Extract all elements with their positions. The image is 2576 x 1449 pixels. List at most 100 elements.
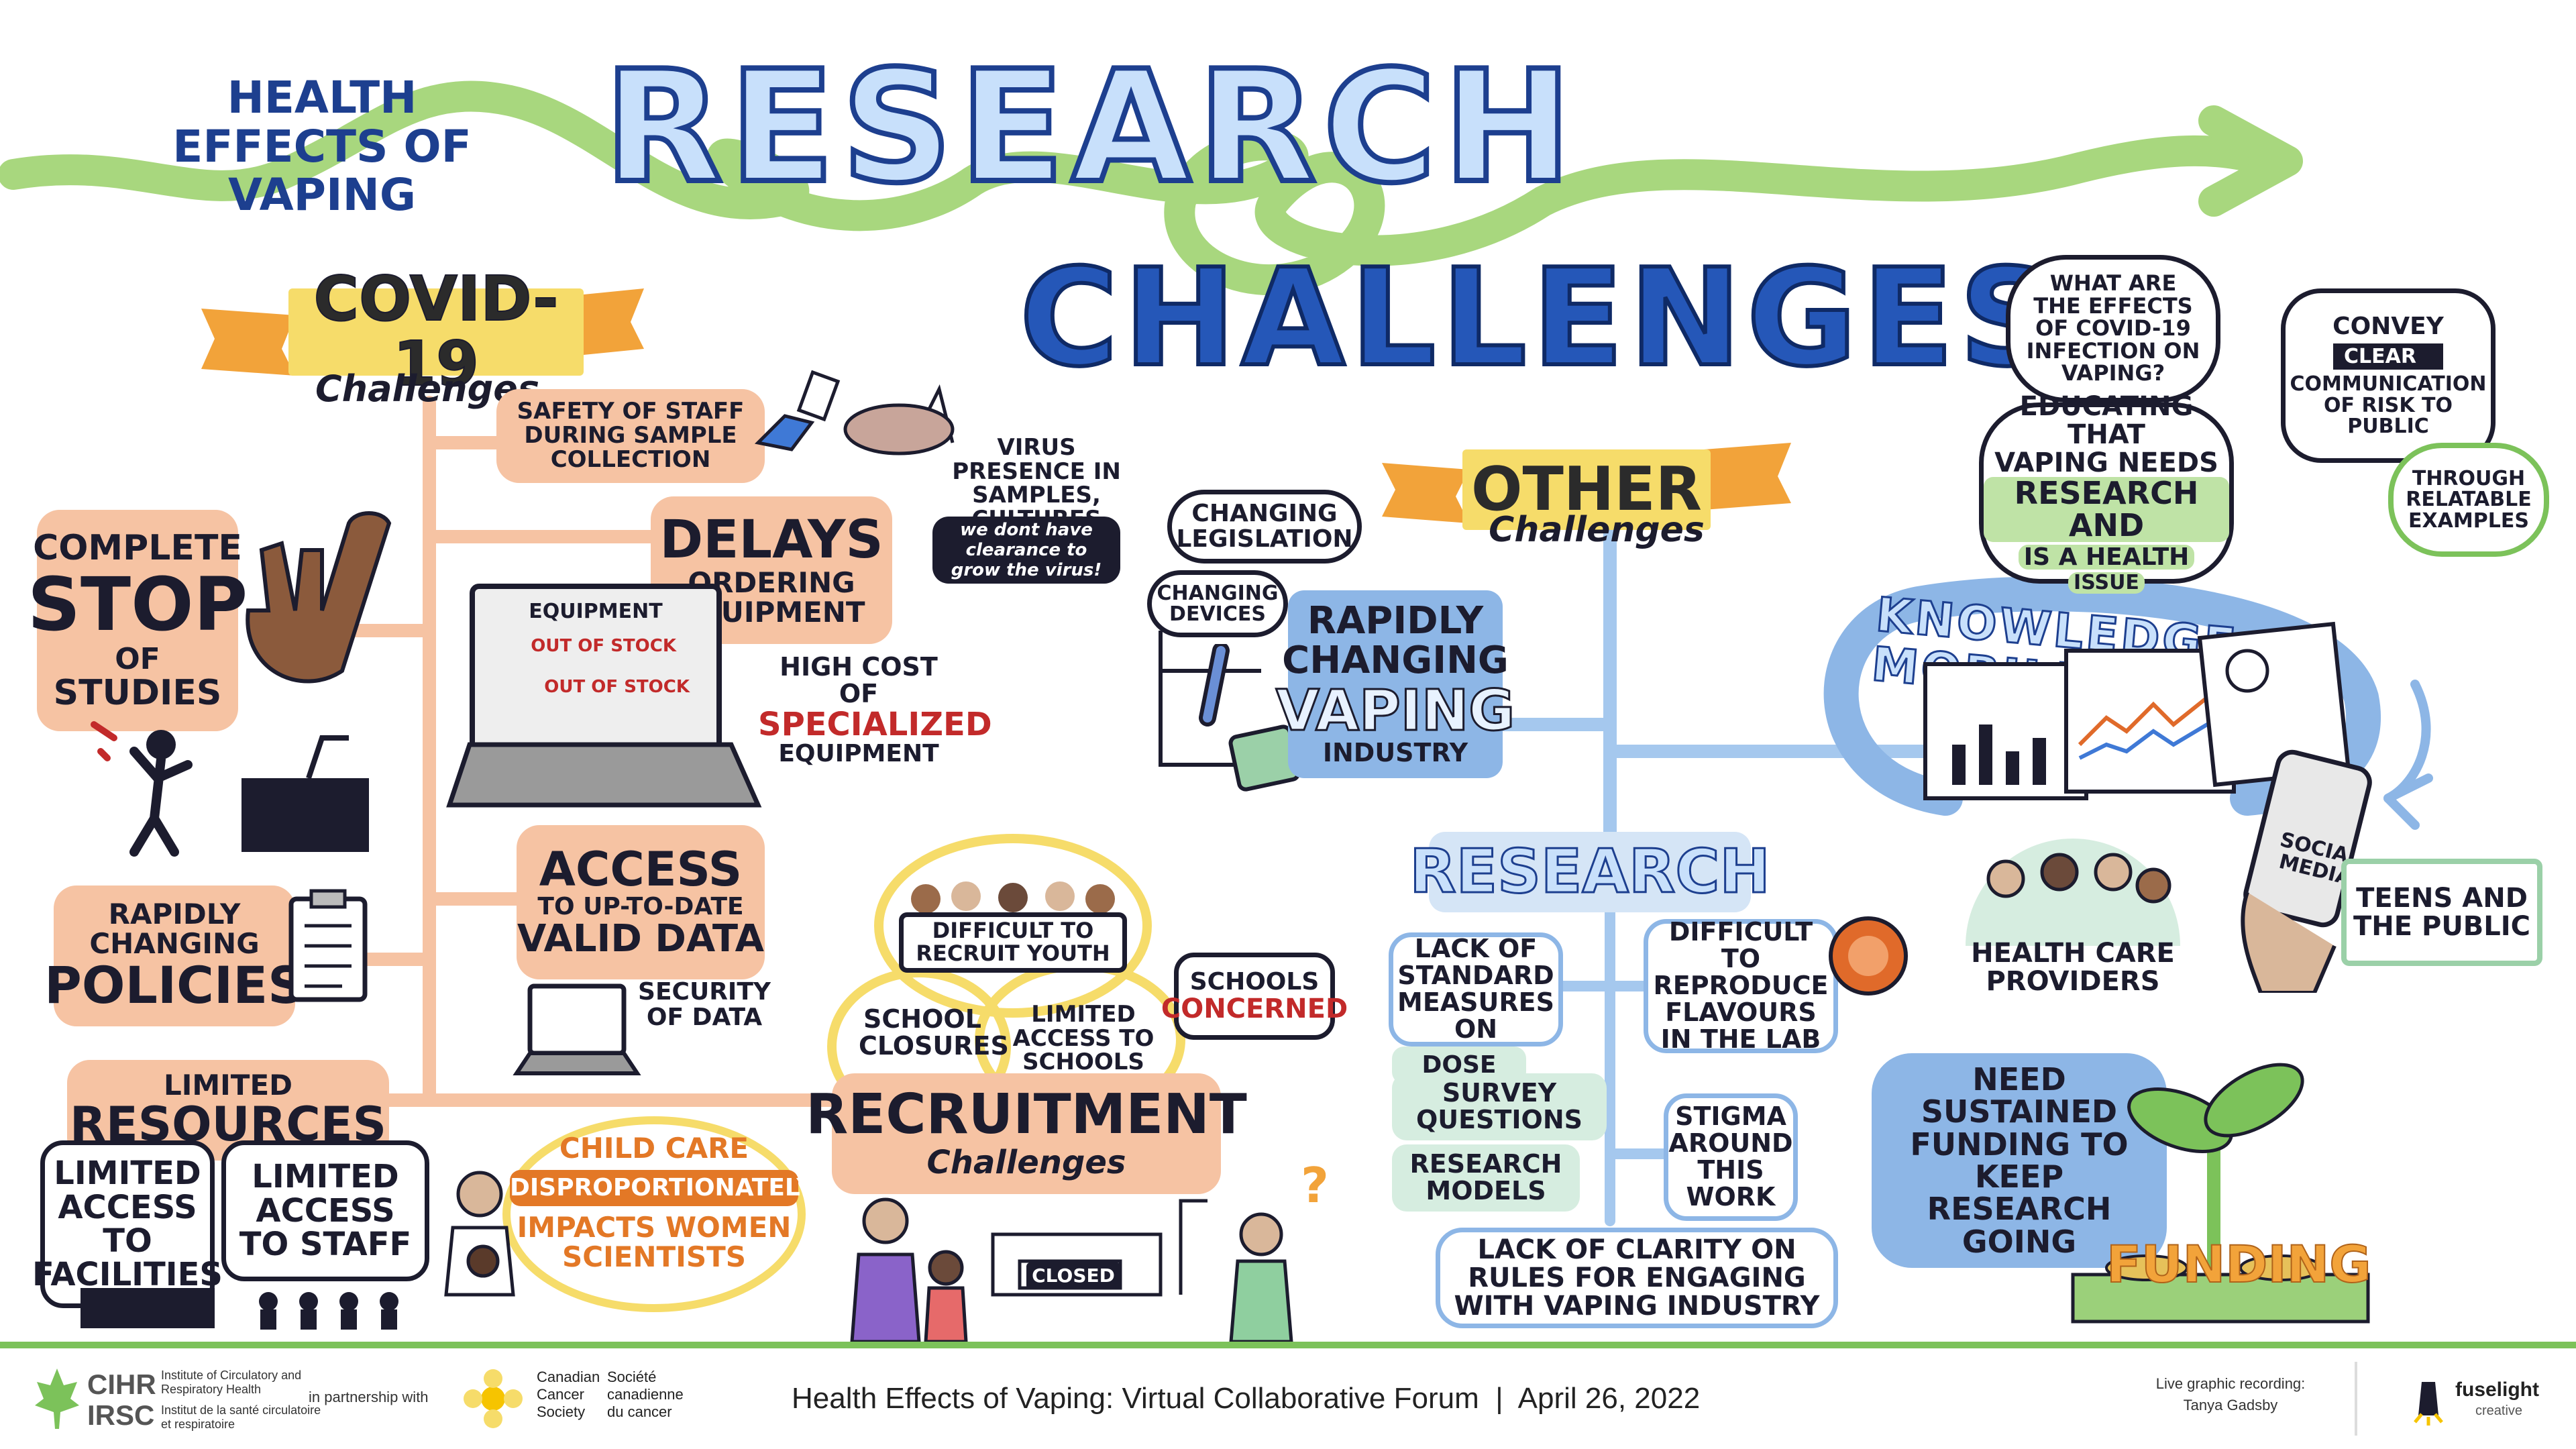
fruit-icon bbox=[1829, 916, 1908, 996]
health-providers-icon bbox=[1966, 839, 2180, 946]
difficult-youth-sign: DIFFICULT to RECRUIT YOUTH bbox=[899, 912, 1127, 973]
communication-text: COMMUNICATION of RISK to PUBLIC bbox=[2290, 372, 2487, 439]
models-text: RESEARCH MODELS bbox=[1409, 1149, 1562, 1205]
stop-hand-icon bbox=[246, 511, 392, 684]
stigma-box: STIGMA around THIS WORK bbox=[1664, 1093, 1798, 1221]
plant-coins-icon bbox=[2071, 1063, 2370, 1324]
schools-concerned-2: CONCERNED bbox=[1161, 993, 1348, 1024]
research-title: RESEARCH bbox=[1409, 836, 1771, 907]
educating-bubble: EDUCATING that VAPING NEEDS RESEARCH and… bbox=[1979, 392, 2234, 594]
title-research: RESEARCH bbox=[601, 38, 1579, 217]
out-of-stock-2: OUT OF STOCK bbox=[544, 676, 690, 697]
childcare-1: CHILD CARE bbox=[559, 1132, 749, 1165]
stop-line1: COMPLETE bbox=[33, 527, 242, 568]
childcare-2: DISPROPORTIONATELY bbox=[510, 1170, 814, 1206]
funding-need-box: NEED SUSTAINED FUNDING TO KEEP RESEARCH … bbox=[1872, 1053, 2167, 1268]
educating-2: VAPING NEEDS bbox=[1994, 447, 2218, 479]
other-banner-label: OTHER bbox=[1470, 453, 1702, 525]
educating-3: RESEARCH and bbox=[1984, 477, 2229, 542]
covid-question: WHAT ARE the EFFECTS of COVID-19 INFECTI… bbox=[2026, 270, 2200, 386]
decorative-lines bbox=[0, 80, 2433, 1312]
footer-divider bbox=[2355, 1362, 2357, 1436]
buildings-people-icon bbox=[80, 1288, 398, 1330]
covid-banner: COVID-19 bbox=[288, 266, 584, 397]
cihr-fr: Institut de la santé circulatoire et res… bbox=[161, 1403, 321, 1431]
access-line3: VALID DATA bbox=[517, 917, 765, 961]
high-cost: HIGH COST OF SPECIALIZED EQUIPMENT bbox=[758, 653, 992, 768]
childcare-3: IMPACTS WOMEN bbox=[517, 1210, 792, 1244]
lack-standard-box: LACK of STANDARD MEASURES on bbox=[1389, 932, 1563, 1046]
high-cost-3: EQUIPMENT bbox=[778, 740, 939, 768]
clarity-text: LACK OF CLARITY ON RULES FOR ENGAGING WI… bbox=[1454, 1234, 1820, 1322]
green-path-arrow bbox=[0, 80, 2296, 296]
person-desk-icon bbox=[91, 721, 369, 857]
access-line1: ACCESS bbox=[539, 841, 743, 897]
schools-concerned-1: SCHOOLS bbox=[1189, 968, 1320, 996]
childcare-4: SCIENTISTS bbox=[562, 1240, 746, 1273]
closed-text: CLOSED bbox=[1032, 1265, 1115, 1287]
partnership: in partnership with bbox=[309, 1389, 429, 1405]
childcare: CHILD CARE DISPROPORTIONATELY IMPACTS WO… bbox=[510, 1132, 814, 1273]
schools-concerned-bubble: SCHOOLS CONCERNED bbox=[1161, 953, 1348, 1040]
event-title: Health Effects of Vaping: Virtual Collab… bbox=[792, 1382, 1701, 1415]
stigma-text: STIGMA around THIS WORK bbox=[1668, 1102, 1793, 1212]
school-closures: SCHOOL CLOSURES bbox=[859, 1004, 1009, 1061]
changing-legislation-text: CHANGING LEGISLATION bbox=[1176, 500, 1353, 553]
survey-pill: SURVEY QUESTIONS bbox=[1392, 1073, 1607, 1140]
closed-sign: CLOSED bbox=[1026, 1263, 1120, 1289]
access-line2: TO UP-TO-DATE bbox=[537, 893, 744, 921]
charts-devices-icon bbox=[1923, 621, 2351, 800]
laptop-title: EQUIPMENT bbox=[529, 600, 663, 623]
survey-text: SURVEY QUESTIONS bbox=[1415, 1078, 1583, 1134]
security-line2: of DATA bbox=[646, 1003, 763, 1031]
educating-4: IS A HEALTH bbox=[2018, 544, 2195, 570]
covid-question-bubble: WHAT ARE the EFFECTS of COVID-19 INFECTI… bbox=[2006, 255, 2220, 402]
industry-1: RAPIDLY bbox=[1307, 599, 1484, 643]
phone-hand-icon bbox=[2241, 749, 2372, 993]
youth-group-icon bbox=[911, 881, 1115, 914]
educating-1: EDUCATING that bbox=[2019, 391, 2194, 451]
difficult-youth-text: DIFFICULT to RECRUIT YOUTH bbox=[916, 918, 1110, 966]
recruitment-sub: Challenges bbox=[926, 1144, 1126, 1182]
flavours-text: DIFFICULT to REPRODUCE FLAVOURS IN the L… bbox=[1653, 917, 1829, 1054]
policies-line2: CHANGING bbox=[89, 927, 260, 961]
convey-text: CONVEY bbox=[2332, 313, 2444, 341]
limited-resources-1: LIMITED bbox=[163, 1069, 292, 1102]
relatable-text: THROUGH RELATABLE EXAMPLES bbox=[2406, 466, 2532, 533]
research-box: RESEARCH bbox=[1409, 832, 1771, 912]
brand-sub: creative bbox=[2475, 1403, 2523, 1418]
recruitment-title: RECRUITMENT bbox=[806, 1082, 1247, 1146]
security-line1: SECURITY bbox=[638, 978, 771, 1006]
recruitment-box: RECRUITMENT Challenges bbox=[806, 1073, 1247, 1194]
security: SECURITY of DATA bbox=[637, 979, 771, 1030]
limited-staff-text: LIMITED ACCESS TO STAFF bbox=[239, 1158, 412, 1264]
cihr-label: CIHR bbox=[87, 1368, 156, 1400]
cihr-en: Institute of Circulatory and Respiratory… bbox=[161, 1368, 302, 1396]
policies-line3: POLICIES bbox=[44, 955, 305, 1016]
lack-standard-text: LACK of STANDARD MEASURES on bbox=[1397, 934, 1554, 1044]
ccs-fr: Société canadienne du cancer bbox=[607, 1368, 684, 1420]
stop-line3: OF bbox=[115, 641, 160, 676]
funding-need-text: NEED SUSTAINED FUNDING TO KEEP RESEARCH … bbox=[1910, 1061, 2129, 1260]
limited-schools: LIMITED ACCESS to SCHOOLS bbox=[1012, 1001, 1155, 1076]
limited-facilities-box: LIMITED ACCESS TO FACILITIES bbox=[32, 1140, 223, 1308]
laptop-screen: EQUIPMENT OUT OF STOCK OUT OF STOCK bbox=[470, 584, 722, 755]
industry-box: RAPIDLY CHANGING VAPING INDUSTRY bbox=[1275, 590, 1516, 778]
policies-box: RAPIDLY CHANGING POLICIES bbox=[44, 885, 305, 1026]
other-banner: OTHER bbox=[1462, 449, 1711, 530]
covid-sub: Challenges bbox=[315, 368, 540, 410]
relatable-bubble: THROUGH RELATABLE EXAMPLES bbox=[2388, 443, 2549, 557]
ccs-en: Canadian Cancer Society bbox=[537, 1368, 600, 1420]
safety-box: SAFETY OF STAFF DURING SAMPLE COLLECTION bbox=[496, 389, 765, 483]
flavours-box: DIFFICULT to REPRODUCE FLAVOURS IN the L… bbox=[1644, 917, 1838, 1054]
virus-note-box: we dont have clearance to grow the virus… bbox=[932, 517, 1120, 584]
providers-text: HEALTH CARE PROVIDERS bbox=[1971, 938, 2175, 997]
access-box: ACCESS TO UP-TO-DATE VALID DATA bbox=[517, 825, 765, 979]
policies-line1: RAPIDLY bbox=[108, 898, 241, 930]
industry-4: INDUSTRY bbox=[1322, 737, 1468, 767]
stop-line4: STUDIES bbox=[53, 672, 222, 713]
subtitle: HEALTH EFFECTS OF VAPING bbox=[172, 72, 472, 221]
small-laptop-icon bbox=[513, 983, 641, 1075]
limited-staff-box: LIMITED ACCESS TO STAFF bbox=[221, 1140, 429, 1281]
